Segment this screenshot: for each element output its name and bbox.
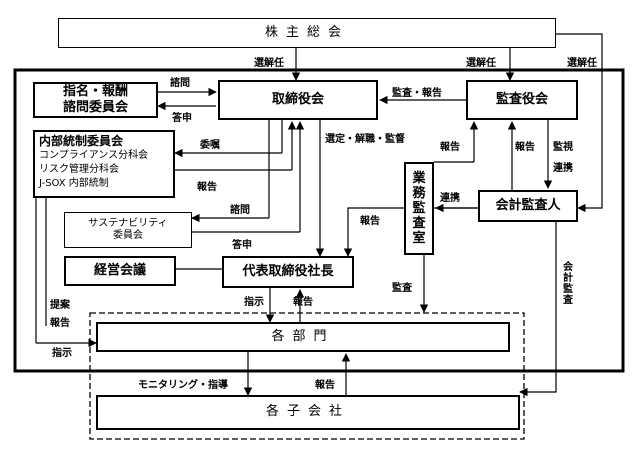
sustainability-committee-box: サステナビリティ 委員会 (64, 212, 192, 248)
shareholders-box: 株主総会 (58, 18, 556, 48)
internal-control-item: J-SOX 内部統制 (39, 178, 109, 189)
internal-audit-box: 業務監査室 (404, 162, 434, 255)
instruct-left-label: 指示 (52, 348, 72, 359)
report-to-board-label: 答申 (172, 113, 192, 124)
management-meeting-box: 経営会議 (64, 256, 176, 286)
coordinate-label: 連携 (440, 193, 460, 204)
coordinate-label: 連携 (553, 163, 573, 174)
nomination-committee-box: 指名・報酬 諮問委員会 (33, 82, 158, 118)
sustainability-line-1: サステナビリティ (88, 217, 168, 229)
shareholders-label: 株主総会 (264, 24, 349, 40)
elect-label: 選解任 (254, 58, 284, 69)
president-box: 代表取締役社長 (222, 256, 354, 288)
report-dept-label: 報告 (293, 297, 313, 308)
report-sus-label: 答申 (232, 240, 252, 251)
subsidiaries-box: 各子会社 (96, 395, 520, 430)
internal-control-item: コンプライアンス分科会 (39, 150, 149, 161)
monitor-label: 監視 (553, 142, 573, 153)
report-ic-label: 報告 (197, 182, 217, 193)
accounting-audit-label: 会計監査 (563, 262, 573, 306)
internal-control-item: リスク管理分科会 (39, 164, 119, 175)
consult-sus-label: 諮問 (230, 205, 250, 216)
report-sub-label: 報告 (315, 380, 335, 391)
auditors-board-label: 監査役会 (495, 91, 548, 107)
subsidiaries-label: 各子会社 (265, 404, 350, 420)
board-box: 取締役会 (218, 80, 378, 120)
nomination-line-1: 指名・報酬 (62, 83, 128, 99)
consult-label: 諮問 (170, 78, 190, 89)
president-label: 代表取締役社長 (242, 263, 334, 279)
report-president-label: 報告 (360, 216, 380, 227)
elect-label: 選解任 (567, 58, 597, 69)
internal-audit-label: 業務監査室 (412, 171, 426, 246)
monitoring-label: モニタリング・指導 (138, 380, 228, 391)
report-auditors-label: 報告 (440, 142, 460, 153)
select-supervise-label: 選定・解職・監督 (325, 134, 405, 145)
accounting-auditor-label: 会計監査人 (495, 197, 561, 213)
elect-label: 選解任 (466, 58, 496, 69)
nomination-line-2: 諮問委員会 (62, 100, 128, 115)
report-auditors-label: 報告 (515, 142, 535, 153)
internal-control-committee-box: 内部統制委員会 コンプライアンス分科会 リスク管理分科会 J-SOX 内部統制 (33, 130, 175, 198)
instruct-dept-label: 指示 (244, 297, 264, 308)
management-meeting-label: 経営会議 (93, 262, 146, 278)
entrust-label: 委嘱 (200, 140, 220, 151)
audit-dept-label: 監査 (392, 283, 412, 294)
internal-control-title: 内部統制委員会 (39, 134, 124, 148)
departments-label: 各部門 (271, 328, 335, 344)
auditors-board-box: 監査役会 (466, 80, 578, 120)
audit-report-label: 監査・報告 (392, 88, 442, 99)
departments-box: 各部門 (96, 322, 510, 352)
board-label: 取締役会 (271, 91, 324, 107)
propose-label: 提案 (50, 300, 70, 311)
report-left-label: 報告 (50, 318, 70, 329)
accounting-auditor-box: 会計監査人 (478, 190, 578, 222)
sustainability-line-2: 委員会 (113, 230, 143, 241)
